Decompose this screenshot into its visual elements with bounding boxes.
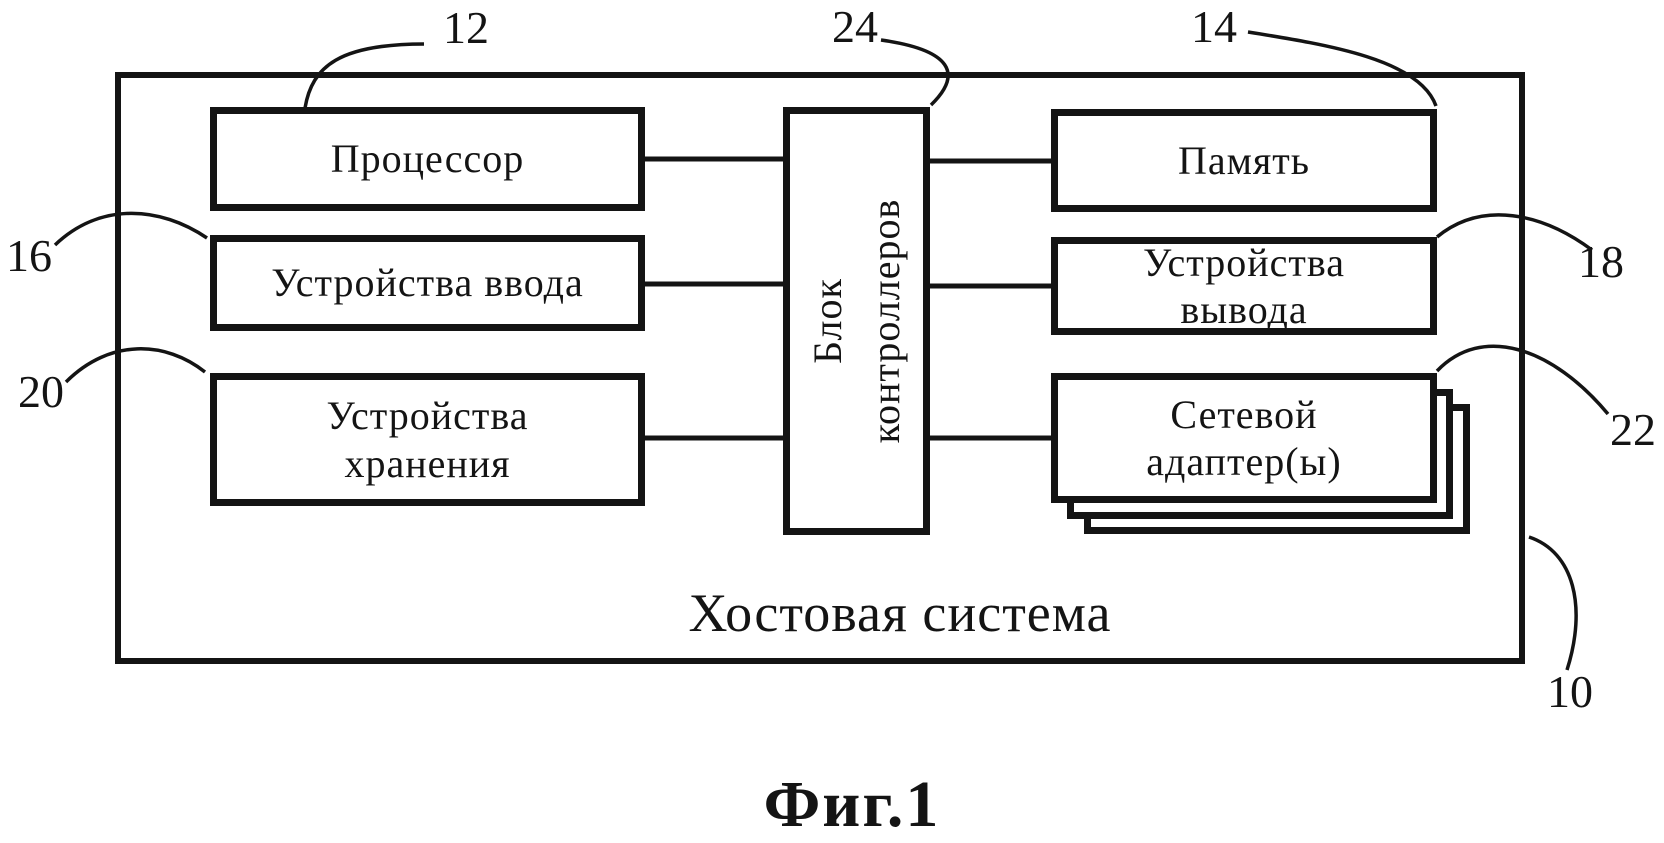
host-system-label: Хостовая система xyxy=(688,583,1112,643)
controller-block-box xyxy=(783,107,930,535)
ref-number-processor: 12 xyxy=(443,2,489,53)
host-system-box xyxy=(115,72,1525,664)
leader-ref-host-system xyxy=(1528,535,1578,671)
ref-number-controller-block: 24 xyxy=(832,1,878,52)
network-adapters-label: Сетевой адаптер(ы) xyxy=(1146,391,1342,484)
ref-number-memory: 14 xyxy=(1191,1,1237,52)
leader-ref-storage-devices xyxy=(64,347,207,384)
memory-label: Память xyxy=(1177,137,1311,183)
output-devices-label: Устройства вывода xyxy=(1143,239,1345,332)
leader-ref-input-devices xyxy=(53,211,208,247)
network-adapters-box: Сетевой адаптер(ы) xyxy=(1051,373,1437,503)
leader-ref-output-devices xyxy=(1435,213,1594,252)
ref-number-network-adapters: 22 xyxy=(1610,404,1656,455)
ref-number-input-devices: 16 xyxy=(6,230,52,281)
processor-label: Процессор xyxy=(330,136,525,182)
input-devices-box: Устройства ввода xyxy=(210,235,645,331)
figure-caption: Фиг.1 xyxy=(763,768,941,841)
ref-number-output-devices: 18 xyxy=(1578,236,1624,287)
controller-block-label: Блок контроллеров xyxy=(804,198,908,444)
ref-number-host-system: 10 xyxy=(1547,666,1593,717)
ref-number-storage-devices: 20 xyxy=(18,366,64,417)
storage-devices-box: Устройства хранения xyxy=(210,373,645,506)
input-devices-label: Устройства ввода xyxy=(271,260,584,306)
memory-box: Память xyxy=(1051,109,1437,212)
processor-box: Процессор xyxy=(210,107,645,211)
storage-devices-label: Устройства хранения xyxy=(326,393,529,486)
leader-ref-processor xyxy=(303,42,425,109)
leader-ref-memory xyxy=(1247,30,1438,107)
controller-block-label-wrap: Блок контроллеров xyxy=(783,107,930,535)
leader-ref-controller-block xyxy=(880,38,950,107)
output-devices-box: Устройства вывода xyxy=(1051,237,1437,335)
leader-ref-network-adapters xyxy=(1435,344,1610,416)
